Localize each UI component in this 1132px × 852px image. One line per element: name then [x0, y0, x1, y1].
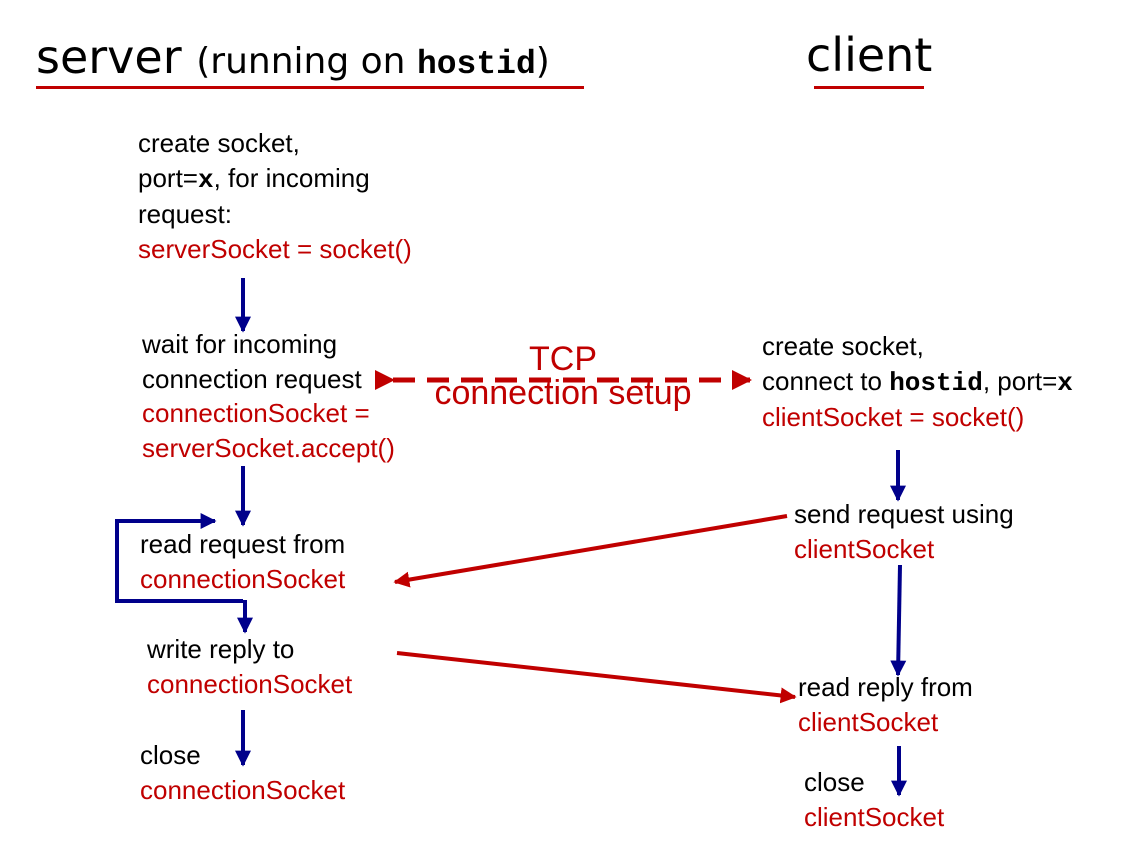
client-port-x: x — [1057, 367, 1073, 398]
server-read-line1: read request from — [140, 529, 346, 559]
client-create-step: create socket, connect to hostid, port=x… — [762, 329, 1073, 435]
reply-arrow — [396, 651, 797, 704]
client-send-step: send request using clientSocket — [794, 497, 1014, 566]
server-wait-step: wait for incoming connection request con… — [142, 327, 395, 465]
server-wait-line1: wait for incoming — [142, 329, 338, 359]
server-title-main: server — [36, 30, 182, 84]
server-wait-code1: connectionSocket = — [142, 398, 370, 428]
server-create-line2: port=x, for incoming — [138, 162, 370, 195]
server-wait-code2: serverSocket.accept() — [142, 432, 395, 463]
server-write-step: write reply to connectionSocket — [147, 632, 352, 701]
server-loop-arrow — [115, 513, 243, 603]
client-close-step: close clientSocket — [804, 765, 944, 834]
server-title: server (running on hostid) — [36, 30, 550, 84]
server-title-running-on: running on — [210, 41, 417, 82]
server-create-line1: create socket, — [138, 128, 300, 158]
server-wait-line2: connection request — [142, 363, 362, 394]
client-flow-arrow-2 — [890, 564, 907, 677]
server-create-line3: request: — [138, 199, 232, 229]
server-create-code: serverSocket = socket() — [138, 233, 412, 264]
server-title-host: hostid — [416, 46, 536, 83]
server-title-close-paren: ) — [535, 41, 550, 82]
client-create-line2: connect to hostid, port=x — [762, 365, 1073, 398]
client-close-code: clientSocket — [804, 801, 945, 832]
server-create-step: create socket, port=x, for incoming requ… — [138, 126, 412, 266]
client-read-line1: read reply from — [798, 672, 973, 702]
server-write-line1: write reply to — [147, 634, 295, 664]
server-close-step: close connectionSocket — [140, 738, 345, 807]
server-read-code: connectionSocket — [140, 563, 346, 594]
client-send-code: clientSocket — [794, 533, 935, 564]
client-send-line1: send request using — [794, 499, 1014, 529]
server-title-underline — [36, 86, 584, 89]
client-close-line1: close — [804, 767, 865, 797]
request-arrow — [393, 514, 788, 588]
port-x-value: x — [198, 164, 214, 195]
client-read-step: read reply from clientSocket — [798, 670, 973, 739]
server-close-code: connectionSocket — [140, 774, 346, 805]
server-read-step: read request from connectionSocket — [140, 527, 345, 596]
server-title-open-paren: ( — [196, 41, 211, 82]
client-create-line1: create socket, — [762, 331, 924, 361]
client-hostid: hostid — [889, 367, 983, 398]
server-close-line1: close — [140, 740, 201, 770]
client-title-underline — [814, 86, 924, 89]
client-title: client — [806, 28, 933, 82]
client-create-code: clientSocket = socket() — [762, 402, 1025, 432]
server-write-code: connectionSocket — [147, 668, 353, 699]
client-read-code: clientSocket — [798, 706, 939, 737]
